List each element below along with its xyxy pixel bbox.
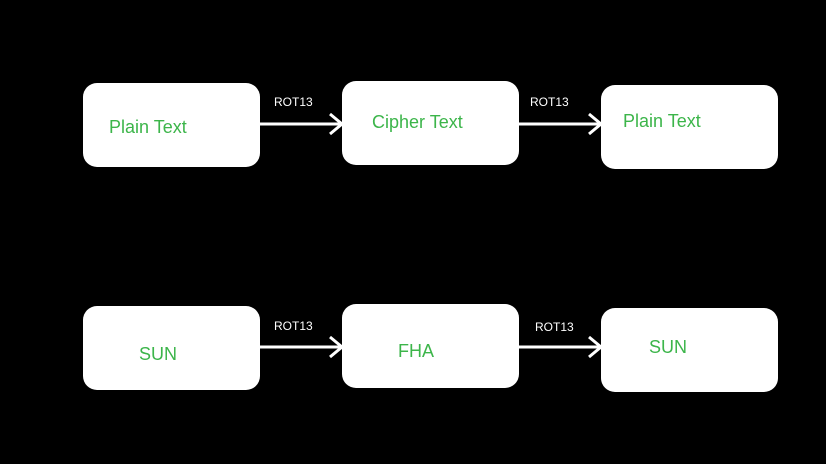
row1-node2-box <box>342 81 519 165</box>
row1-node3-label: Plain Text <box>623 111 701 131</box>
row1-edge1-label: ROT13 <box>274 95 313 109</box>
row2-edge1-label: ROT13 <box>274 319 313 333</box>
row2-node1-label: SUN <box>139 344 178 364</box>
row1-node1-box <box>83 83 260 167</box>
row1-edge2-arrow <box>519 112 604 136</box>
row2-node2-box <box>342 304 519 388</box>
row1-node2-label: Cipher Text <box>372 112 463 132</box>
row2-node3-box <box>601 308 778 392</box>
row2-edge1-arrow <box>260 335 345 359</box>
row2-node1-box <box>83 306 260 390</box>
row2-node3-label: SUN <box>649 337 688 357</box>
row2-node2-label: FHA <box>398 341 434 361</box>
row2-edge2-label: ROT13 <box>535 320 574 334</box>
row1-node1-label: Plain Text <box>109 117 187 137</box>
row1-edge2-label: ROT13 <box>530 95 569 109</box>
row1-node3-box <box>601 85 778 169</box>
row1-edge1-arrow <box>260 112 345 136</box>
row2-edge2-arrow <box>519 335 604 359</box>
